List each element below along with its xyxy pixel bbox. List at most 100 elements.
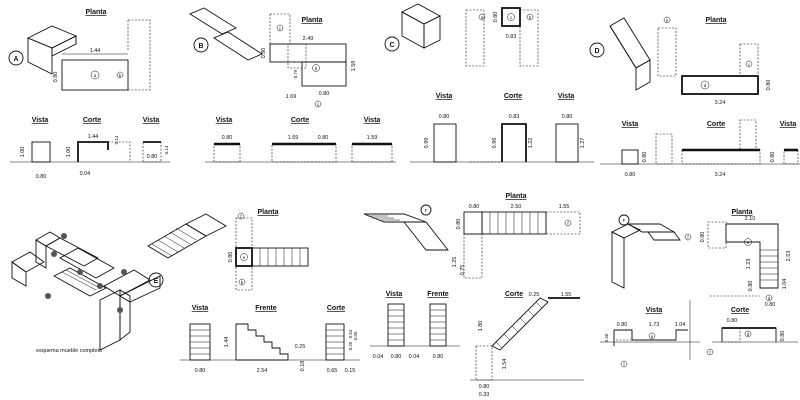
marker-g-e: e — [747, 240, 750, 245]
plan-d-top — [681, 75, 759, 95]
heading-vista-f: Vista — [386, 291, 403, 298]
marker-g-e2: e — [651, 334, 654, 339]
dim-f-corte-w: 1.55 — [561, 292, 572, 298]
dim-c-corte-h2: 1.22 — [528, 138, 534, 149]
marker-e-e: e — [243, 255, 246, 260]
dim-b-plan-w: 2.49 — [303, 36, 314, 42]
dim-g-v-h: 0.40 — [604, 333, 609, 342]
dim-a-plan-h: 0.80 — [53, 72, 59, 83]
panel-f: F Planta f 0.80 2.50 1.55 0.80 1.25 0.75… — [363, 193, 584, 398]
plan-b-top — [269, 43, 347, 63]
marker-f-f: f — [567, 221, 569, 226]
heading-corte-d: Corte — [707, 121, 725, 128]
plan-a-top — [61, 59, 129, 91]
marker-c-b: b — [529, 15, 532, 20]
marker-d-c: c — [748, 62, 751, 67]
marker-g-label: F — [623, 218, 626, 223]
heading-vista-b: Vista — [216, 117, 233, 124]
plan-g-lshape — [725, 223, 779, 289]
marker-d-e: e — [666, 18, 669, 23]
dim-g-corte-h: 0.80 — [780, 331, 786, 342]
dim-c-vista2-h: 1.27 — [580, 138, 586, 149]
heading-vista-d2: Vista — [780, 121, 797, 128]
dim-d-vista-h: 0.80 — [642, 152, 648, 163]
heading-vista-b2: Vista — [364, 117, 381, 124]
dim-c-corte-h: 0.96 — [492, 138, 498, 149]
dim-e-vista-h: 1.44 — [224, 337, 230, 348]
heading-corte-c: Corte — [504, 93, 522, 100]
panel-e: E Planta f e b 0.80 Vista 0.80 Frente 1.… — [147, 209, 360, 374]
dim-f-plan-w1: 0.80 — [469, 204, 480, 210]
heading-vista-g: Vista — [646, 307, 663, 314]
full-unit-caption: esquema mueble completo — [36, 348, 102, 354]
dim-g-plan-b1: 0.80 — [748, 281, 754, 292]
dim-e-vista-w: 0.80 — [195, 368, 206, 374]
dim-b-corte-w2: 0.80 — [318, 135, 329, 141]
marker-g-f2: f — [623, 362, 625, 367]
heading-vista-a2: Vista — [143, 117, 160, 124]
marker-f-label: F — [425, 208, 428, 213]
dim-g-v-w3: 1.04 — [675, 322, 686, 328]
heading-planta-a: Planta — [85, 9, 106, 16]
dim-d-plan-h: 0.80 — [766, 80, 772, 91]
heading-frente-f: Frente — [427, 291, 449, 298]
dim-a-vista-w: 0.80 — [36, 174, 47, 180]
heading-frente-e: Frente — [255, 305, 277, 312]
marker-b-b: b — [315, 66, 318, 71]
dim-b-plan-d2: 0.80 — [319, 91, 330, 97]
dim-f-v-b2: 0.80 — [391, 354, 402, 360]
dim-d-vista2-h: 0.80 — [770, 152, 776, 163]
heading-planta-b: Planta — [301, 17, 322, 24]
dim-f-v-b3: 0.04 — [409, 354, 420, 360]
dim-g-plan-h3: 2.53 — [786, 251, 792, 262]
heading-planta-d: Planta — [705, 17, 726, 24]
dim-c-vista-w: 0.80 — [439, 114, 450, 120]
dim-f-plan-h2: 1.25 — [452, 257, 458, 268]
heading-vista-d: Vista — [622, 121, 639, 128]
dim-g-plan-h4: 1.04 — [782, 279, 788, 290]
marker-e-b: b — [241, 280, 244, 285]
panel-d: D Planta e c d 3.24 0.80 Vista 0.80 0.80… — [589, 16, 800, 178]
dim-e-plan-h: 0.80 — [228, 252, 234, 263]
dim-f-corte-h2: 1.54 — [502, 359, 508, 370]
marker-e-label: E — [154, 278, 159, 285]
dim-a-corte-t: 0.14 — [114, 135, 119, 144]
marker-c-c: c — [510, 15, 513, 20]
dim-f-corte-b2: 0.33 — [479, 392, 490, 398]
frente-e-steps — [235, 323, 289, 361]
dim-a-vista2-h: 0.14 — [164, 145, 169, 154]
dim-c-plan-w: 0.80 — [493, 12, 499, 23]
dim-b-plan-h2: 1.59 — [351, 61, 357, 72]
heading-planta-f: Planta — [505, 193, 526, 200]
marker-g-d: d — [768, 296, 771, 301]
dim-b-vista2-w: 1.59 — [367, 135, 378, 141]
heading-corte-e: Corte — [327, 305, 345, 312]
dim-g-corte-w: 0.80 — [727, 318, 738, 324]
iso-sketch-b-bottom — [213, 31, 263, 61]
marker-g-f3: f — [709, 350, 711, 355]
dim-e-corte-w2: 0.15 — [345, 368, 356, 374]
dim-a-vista-h: 1.00 — [20, 147, 26, 158]
marker-b-c: c — [279, 26, 282, 31]
marker-a-label: A — [13, 56, 18, 63]
panel-g: F Planta f e d 2.10 0.80 1.23 2.53 1.04 … — [600, 209, 798, 368]
heading-corte-b: Corte — [291, 117, 309, 124]
heading-corte-g: Corte — [731, 307, 749, 314]
plan-e-stair — [251, 247, 309, 267]
panel-c: C a c b 0.80 0.83 Vista 0.80 0.99 Corte … — [384, 3, 594, 163]
dim-e-corte-h1: 0.25 — [348, 341, 353, 350]
dim-a-corte-b: 0.04 — [80, 171, 91, 177]
dim-g-plan-h1: 0.80 — [700, 232, 706, 243]
marker-d-label: D — [594, 48, 599, 55]
dim-g-v-w2: 1.73 — [649, 322, 660, 328]
dim-f-corte-b: 0.80 — [479, 384, 490, 390]
dim-f-plan-h1: 0.80 — [456, 219, 462, 230]
dim-f-plan-w3: 1.55 — [559, 204, 570, 210]
dim-a-corte-w: 1.44 — [88, 134, 99, 140]
dim-f-v-b4: 0.80 — [433, 354, 444, 360]
marker-g-f: f — [687, 235, 689, 240]
panel-b: B Planta 2.49 0.80 1.59 1.69 0.79 0.80 c… — [189, 7, 396, 163]
marker-a-a: a — [94, 73, 97, 78]
panel-a: A Planta 1.44 0.80 a b Vista 1.00 0.80 C… — [8, 9, 170, 180]
